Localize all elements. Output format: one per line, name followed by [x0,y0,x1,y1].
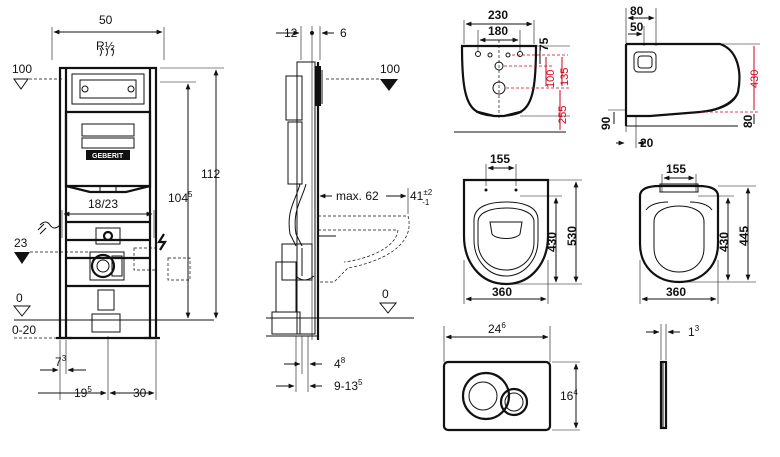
side-level-0: 0 [382,287,389,301]
dim-155-bowl: 155 [490,152,510,166]
electric-icon [157,233,167,251]
water-symbol-icon [39,221,61,229]
dim-19: 195 [74,385,92,400]
dim-plate-depth: 13 [688,324,700,339]
dim-6: 6 [340,26,347,40]
dim-255: 255 [557,106,569,124]
dim-12: 12 [284,26,298,40]
dim-100: 100 [545,70,557,88]
dim-530: 530 [565,226,579,246]
dim-18-23: 18/23 [88,197,118,211]
dim-430-seat: 430 [717,232,731,252]
dim-430-side: 430 [749,70,761,88]
dim-430-bowl: 430 [545,232,559,252]
dim-80: 80 [630,4,644,18]
dim-75: 75 [537,37,551,51]
dim-360-seat: 360 [666,285,686,299]
bowl-top-view: 155 430 530 360 [462,152,582,304]
dim-230: 230 [488,8,508,22]
dim-104: 1045 [168,190,193,205]
flush-plate-front: 246 164 [442,321,580,432]
frame-front-view: 50 R½ 100 GEBERIT 18/23 [12,13,224,400]
level-triangle-filled-icon [14,252,30,264]
dim-80b: 80 [741,114,755,128]
dim-9-13: 9-135 [334,378,363,393]
dim-41: 41±2-1 [410,188,433,207]
dim-plate-height: 164 [560,388,578,403]
level-0-label: 0 [16,291,23,305]
bowl-front-view: 230 180 75 100 135 255 [454,8,571,133]
dim-4-8: 48 [334,356,346,371]
dim-90: 90 [599,116,613,130]
level-top-label: 100 [12,62,32,76]
dim-135: 135 [559,68,571,86]
seat-top-view: 155 430 445 360 [638,162,756,304]
side-level-100: 100 [380,62,400,76]
level-triangle-icon [13,78,29,90]
brand-logo: GEBERIT [92,153,124,160]
dim-max-62: max. 62 [336,189,379,203]
dim-112: 112 [201,167,220,181]
dim-7: 73 [55,354,67,369]
level-range-label: 0-20 [12,323,36,337]
water-inlet-icon [99,47,114,57]
level-23-label: 23 [14,236,28,250]
dim-thread: R½ [96,39,115,53]
dim-plate-width: 246 [488,321,506,336]
flush-plate-side: 13 [646,324,700,430]
frame-side-view: 12 6 100 max. 62 41±2 [266,26,433,393]
bowl-side-view: 80 50 430 80 90 20 [599,4,761,150]
dim-frame-width: 50 [99,13,113,27]
dim-20: 20 [640,136,654,150]
dim-445: 445 [737,226,751,246]
dim-30: 30 [133,386,147,400]
dim-50: 50 [630,20,644,34]
dim-155-seat: 155 [666,162,686,176]
dim-360-bowl: 360 [492,285,512,299]
dim-180: 180 [488,24,508,38]
